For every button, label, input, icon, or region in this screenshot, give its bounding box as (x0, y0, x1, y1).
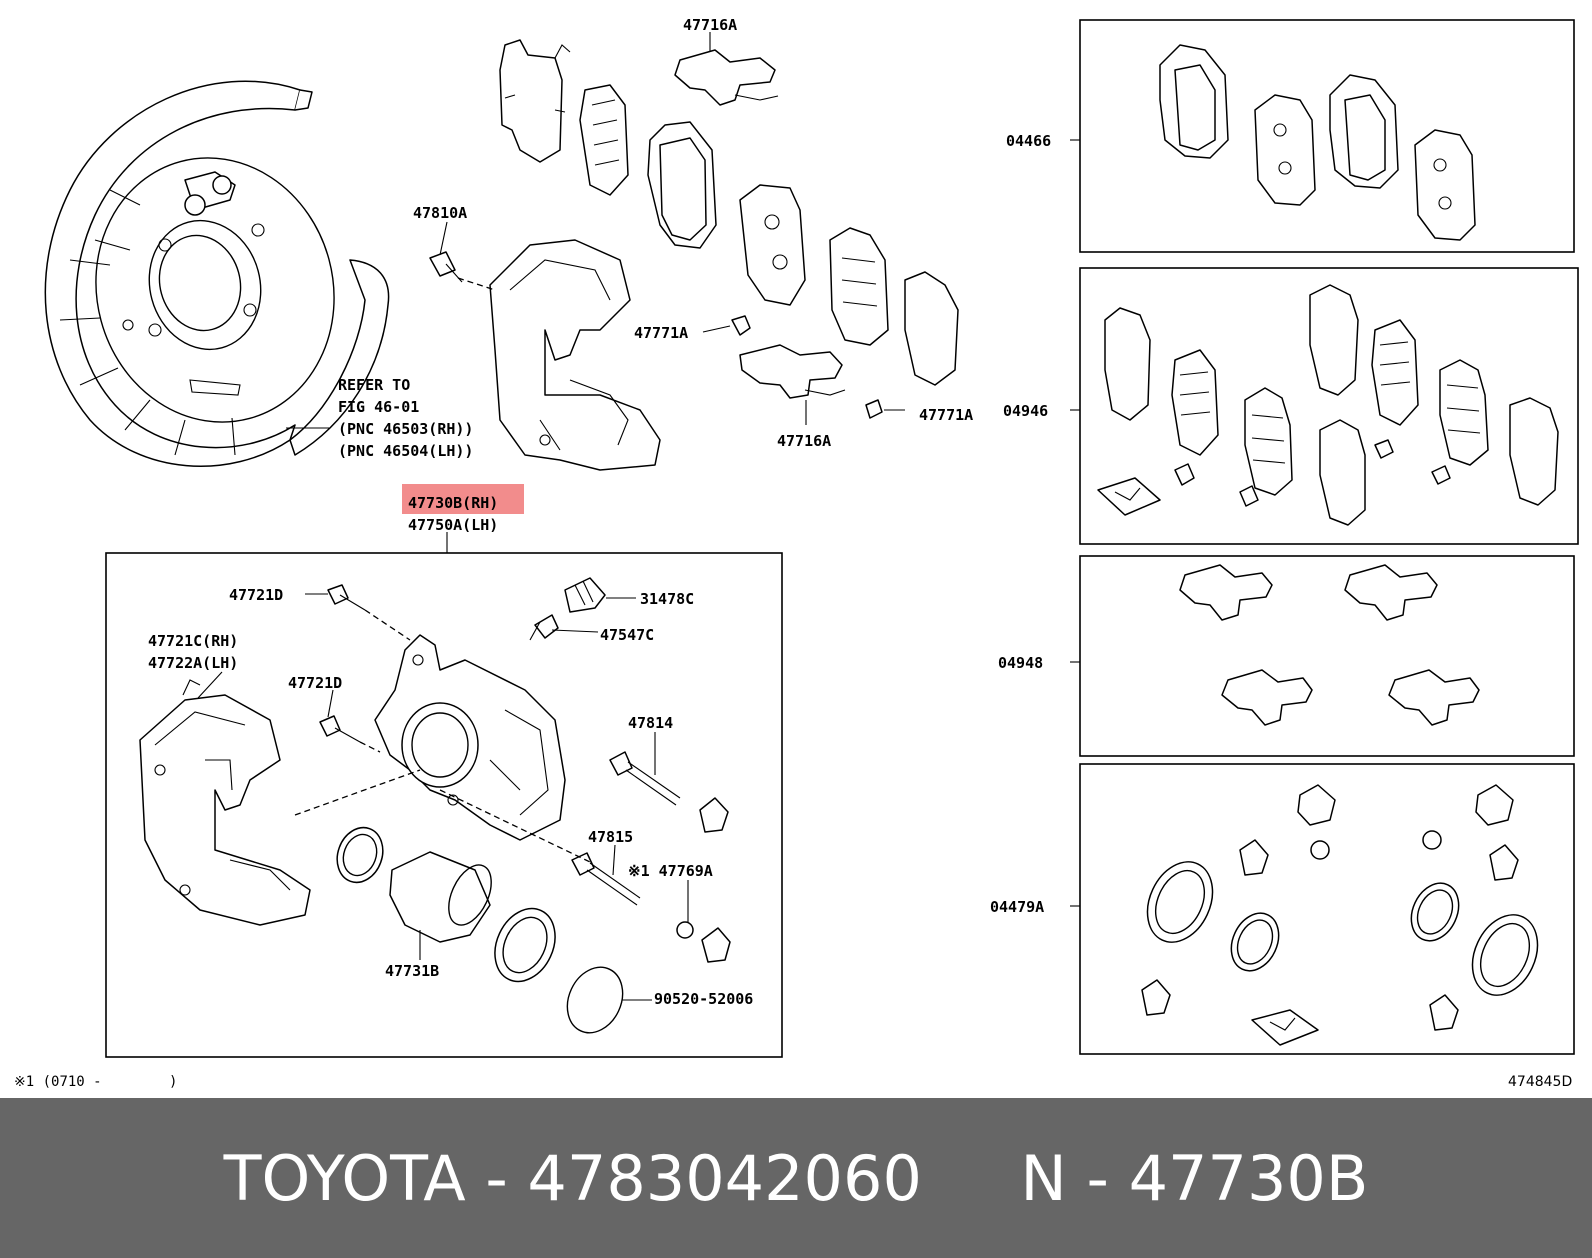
label-04466: 04466 (1006, 132, 1051, 150)
dust-shield-illustration (44, 80, 390, 467)
highlight-47730b (402, 484, 524, 514)
label-47716a-top: 47716A (683, 16, 737, 34)
label-47731b: 47731B (385, 962, 439, 980)
kit-frame-04948 (1079, 555, 1575, 757)
label-47730b: 47730B(RH) (408, 494, 498, 512)
footer-bar: TOYOTA - 4783042060 N - 47730B (0, 1098, 1592, 1258)
label-04948: 04948 (998, 654, 1043, 672)
label-47771a-left: 47771A (634, 324, 688, 342)
label-47810a: 47810A (413, 204, 467, 222)
note-applicability: ※1 (0710 - ) (14, 1074, 177, 1090)
caliper-body-illustration (139, 577, 731, 1034)
kit-frame-04479a (1079, 763, 1575, 1055)
kit-04479a-illustration (1141, 784, 1539, 1046)
label-47771a-right: 47771A (919, 406, 973, 424)
label-refer-lh: (PNC 46504(LH)) (338, 442, 473, 460)
label-47721c: 47721C(RH) (148, 632, 238, 650)
kit-frame-04466 (1079, 19, 1575, 253)
label-refer-to: REFER TO (338, 376, 410, 394)
kit-04948-illustration (1179, 564, 1480, 726)
label-47815: 47815 (588, 828, 633, 846)
label-47769a: ※1 47769A (628, 862, 713, 880)
brake-pads-illustration (499, 39, 959, 386)
label-04479a: 04479A (990, 898, 1044, 916)
caliper-assembly-frame (105, 552, 783, 1058)
label-47716a-mid: 47716A (777, 432, 831, 450)
label-refer-rh: (PNC 46503(RH)) (338, 420, 473, 438)
kit-04466-illustration (1159, 44, 1476, 241)
caliper-bracket-illustration (429, 239, 661, 471)
label-47721d-mid: 47721D (288, 674, 342, 692)
footer-part-number: TOYOTA - 4783042060 N - 47730B (223, 1141, 1369, 1215)
label-47750a: 47750A(LH) (408, 516, 498, 534)
anti-squeal-shim-illustration (674, 49, 846, 399)
label-47722a: 47722A(LH) (148, 654, 238, 672)
label-47814: 47814 (628, 714, 673, 732)
label-04946: 04946 (1003, 402, 1048, 420)
parts-diagram: 47716A 47810A 47771A 47771A 47716A REFER… (14, 16, 1579, 1090)
pad-clip-illustration (702, 315, 905, 419)
label-refer-fig: FIG 46-01 (338, 398, 419, 416)
figure-id: 474845D (1508, 1074, 1572, 1090)
label-31478c: 31478C (640, 590, 694, 608)
label-47721d-top: 47721D (229, 586, 283, 604)
kit-frame-04946 (1079, 267, 1579, 545)
label-47547c: 47547C (600, 626, 654, 644)
kit-04946-illustration (1097, 284, 1559, 526)
label-90520-52006: 90520-52006 (654, 990, 753, 1008)
